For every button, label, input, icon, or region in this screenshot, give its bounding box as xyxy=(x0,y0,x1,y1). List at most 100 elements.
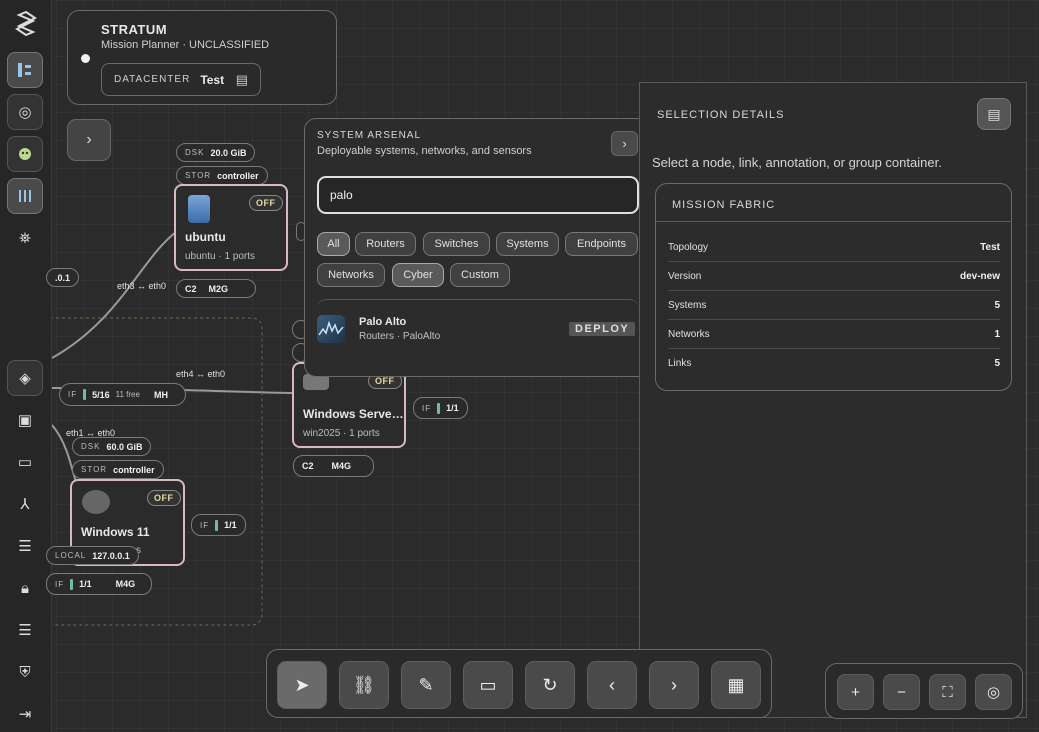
target-icon[interactable]: ◎ xyxy=(7,94,43,130)
select-tool-button[interactable]: ➤ xyxy=(277,661,327,709)
lock-icon[interactable]: 🔒︎ xyxy=(21,579,29,597)
chevron-right-icon: › xyxy=(86,131,92,148)
filter-cyber[interactable]: Cyber xyxy=(392,263,444,287)
windows-icon xyxy=(82,490,110,514)
palo-alto-icon xyxy=(317,315,345,343)
list-icon[interactable]: ☰ xyxy=(18,622,32,639)
bug-icon[interactable] xyxy=(7,136,43,172)
chevron-left-icon: ‹ xyxy=(609,674,615,695)
fabric-title: MISSION FABRIC xyxy=(672,199,776,211)
annotate-icon: ✎ xyxy=(418,674,434,695)
filter-all[interactable]: All xyxy=(317,232,350,256)
layers-icon[interactable]: ◈ xyxy=(7,360,43,396)
node-subtitle: win2025 · 1 ports xyxy=(303,428,380,439)
result-subtitle: Routers · PaloAlto xyxy=(359,331,441,342)
storage-icon[interactable]: ☰ xyxy=(18,538,32,555)
ubuntu-icon xyxy=(188,195,210,223)
cursor-icon: ➤ xyxy=(294,674,310,695)
collapse-arsenal-button[interactable]: › xyxy=(611,131,638,156)
details-toggle-button[interactable]: ▤ xyxy=(977,98,1011,130)
nic-icon[interactable]: ▭ xyxy=(17,454,33,471)
layout-icon: ▦ xyxy=(727,674,745,695)
zoom-in-button[interactable]: + xyxy=(837,674,874,710)
status-dot xyxy=(81,54,90,63)
datacenter-value: Test xyxy=(200,72,225,87)
tools-icon[interactable] xyxy=(7,178,43,214)
selection-hint: Select a node, link, annotation, or grou… xyxy=(652,155,942,170)
arsenal-subtitle: Deployable systems, networks, and sensor… xyxy=(317,145,532,157)
chip-icon[interactable]: ▣ xyxy=(17,412,33,429)
refresh-icon: ↻ xyxy=(542,674,558,695)
app-logo xyxy=(13,10,39,37)
filter-systems[interactable]: Systems xyxy=(496,232,559,256)
node-name: Windows 11 xyxy=(81,525,150,539)
edge-label: eth1 ↔ eth0 xyxy=(66,428,116,438)
power-status: OFF xyxy=(368,373,402,389)
arsenal-title: SYSTEM ARSENAL xyxy=(317,130,422,141)
server-icon: ▤ xyxy=(987,105,1001,122)
filter-switches[interactable]: Switches xyxy=(423,232,490,256)
datacenter-label: DATACENTER xyxy=(114,74,191,85)
annotate-tool-button[interactable]: ✎ xyxy=(401,661,451,709)
expand-panel-button[interactable]: › xyxy=(67,119,111,161)
arsenal-search-input[interactable] xyxy=(317,176,639,214)
app-title: STRATUM xyxy=(101,22,168,37)
shield-icon[interactable]: ⛨ xyxy=(19,663,31,681)
app-subtitle: Mission Planner · UNCLASSIFIED xyxy=(101,39,270,51)
node-ubuntu[interactable]: OFF ubuntu ubuntu · 1 ports xyxy=(174,184,288,271)
filter-routers[interactable]: Routers xyxy=(355,232,416,256)
system-arsenal-panel: SYSTEM ARSENAL Deployable systems, netwo… xyxy=(304,118,651,377)
power-status: OFF xyxy=(147,490,181,506)
network-icon[interactable]: ⅄ xyxy=(20,496,30,513)
center-view-button[interactable]: ◎ xyxy=(975,674,1012,710)
edge-label: eth4 ↔ eth0 xyxy=(176,369,226,379)
link-tool-button[interactable]: ⛓ xyxy=(339,661,389,709)
group-tool-button[interactable]: ▭ xyxy=(463,661,513,709)
refresh-button[interactable]: ↻ xyxy=(525,661,575,709)
group-icon: ▭ xyxy=(479,674,497,695)
plus-icon: + xyxy=(851,683,860,701)
datacenter-selector[interactable]: DATACENTER Test ▤ xyxy=(101,63,261,96)
filter-endpoints[interactable]: Endpoints xyxy=(565,232,638,256)
details-title: SELECTION DETAILS xyxy=(657,109,785,121)
node-subtitle: s xyxy=(136,545,141,556)
power-status: OFF xyxy=(249,195,283,211)
filter-networks[interactable]: Networks xyxy=(317,263,385,287)
deploy-button[interactable]: DEPLOY xyxy=(569,322,636,336)
undo-button[interactable]: ‹ xyxy=(587,661,637,709)
chevron-right-icon: › xyxy=(671,674,677,695)
zoom-out-button[interactable]: − xyxy=(883,674,920,710)
mission-header: STRATUM Mission Planner · UNCLASSIFIED D… xyxy=(67,10,337,105)
node-name: ubuntu xyxy=(185,230,226,244)
satellite-icon[interactable]: ⛯ xyxy=(18,229,31,247)
fit-view-button[interactable]: ⛶ xyxy=(929,674,966,710)
layout-button[interactable]: ▦ xyxy=(711,661,761,709)
filter-custom[interactable]: Custom xyxy=(450,263,510,287)
edge-label: eth3 ↔ eth0 xyxy=(117,281,167,291)
logout-icon[interactable]: ⇥ xyxy=(18,706,32,723)
node-subtitle: ubuntu · 1 ports xyxy=(185,251,256,262)
topology-icon[interactable] xyxy=(7,52,43,88)
chevron-right-icon: › xyxy=(622,136,627,151)
link-icon: ⛓ xyxy=(352,674,376,695)
arsenal-result-item[interactable]: Palo Alto Routers · PaloAlto DEPLOY xyxy=(317,299,639,349)
server-icon: ▤ xyxy=(235,71,248,87)
server-icon xyxy=(303,374,329,390)
redo-button[interactable]: › xyxy=(649,661,699,709)
divider xyxy=(656,221,1011,222)
canvas-toolbar: ➤ ⛓ ✎ ▭ ↻ ‹ › ▦ xyxy=(266,649,772,718)
